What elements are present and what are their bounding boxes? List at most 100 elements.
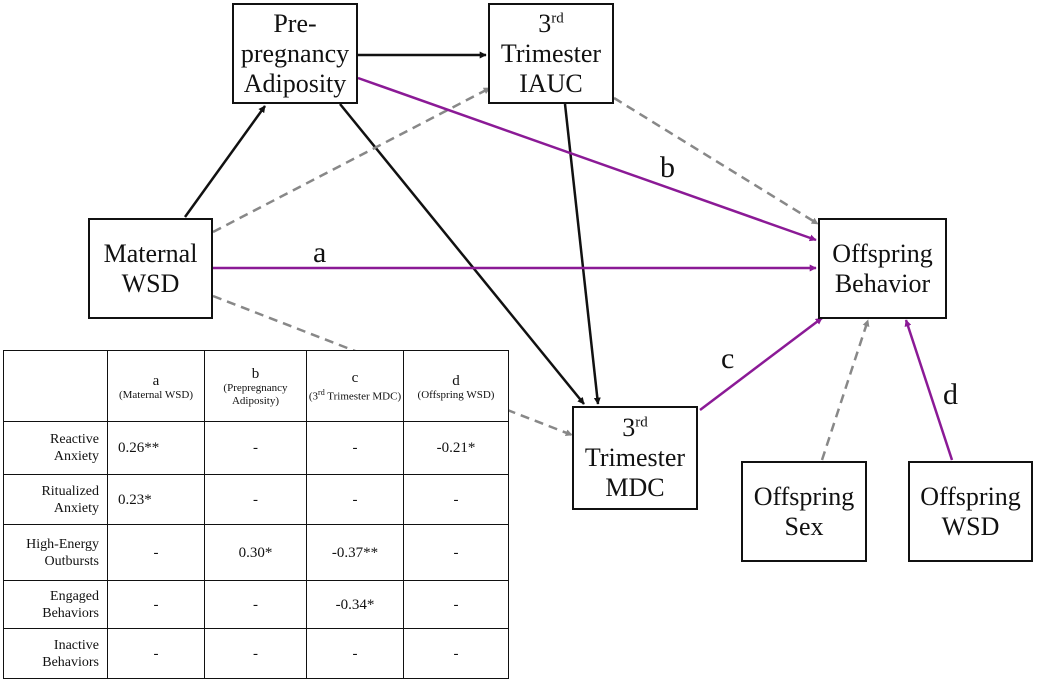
node-maternal-wsd: Maternal WSD xyxy=(88,218,213,319)
table-cell: - xyxy=(403,524,509,581)
edge-offspring-sex-to-offspring-behavior xyxy=(820,319,870,461)
node-line: WSD xyxy=(941,511,1000,541)
table-cell: - xyxy=(204,421,307,475)
table-cell: -0.34* xyxy=(306,580,404,629)
edge-maternal-wsd-to-iauc xyxy=(212,86,491,234)
table-cell: - xyxy=(403,580,509,629)
ordinal-number: 3 xyxy=(538,8,552,38)
node-line: Behavior xyxy=(834,268,931,298)
column-header-c: c (3rd Trimester MDC) xyxy=(306,350,404,422)
table-cell: - xyxy=(204,580,307,629)
table-header-row: a (Maternal WSD) b (Prepregnancy Adiposi… xyxy=(3,350,509,422)
edge-iauc-to-mdc xyxy=(563,103,601,405)
column-sublabel: (3rd Trimester MDC) xyxy=(307,386,403,404)
column-sublabel-sup: rd xyxy=(318,388,325,398)
path-label-a: a xyxy=(313,236,327,269)
column-sublabel: (Offspring WSD) xyxy=(417,388,495,401)
column-label: a xyxy=(152,372,160,389)
column-sublabel-pre: (3 xyxy=(308,390,319,403)
node-line: Offspring xyxy=(753,481,855,511)
edge-iauc-to-offspring-behavior xyxy=(613,96,819,226)
row-label-line: Behaviors xyxy=(42,605,99,621)
node-line: Offspring xyxy=(832,238,933,268)
table-cell: - xyxy=(306,628,404,679)
node-line: Pre- xyxy=(273,8,317,38)
table-cell: -0.21* xyxy=(403,421,509,475)
table-cell: - xyxy=(204,474,307,525)
row-label-line: Anxiety xyxy=(53,449,99,464)
path-label-d: d xyxy=(943,378,958,411)
row-label-line: Engaged xyxy=(50,588,99,604)
node-3rd-trimester-mdc: 3rd Trimester MDC xyxy=(572,406,698,510)
table-cell: - xyxy=(204,628,307,679)
node-line: 3rd xyxy=(622,413,648,443)
table-cell: 0.26** xyxy=(107,421,205,475)
column-label: d xyxy=(452,372,460,389)
table-cell: - xyxy=(403,628,509,679)
column-header-a: a (Maternal WSD) xyxy=(107,350,205,422)
row-label-line: Ritualized xyxy=(41,483,99,499)
row-label-line: Anxiety xyxy=(53,500,99,516)
node-offspring-wsd: Offspring WSD xyxy=(908,461,1033,562)
node-offspring-sex: Offspring Sex xyxy=(741,461,867,562)
edge-maternal-wsd-to-prepregnancy xyxy=(183,105,267,218)
edge-path-d xyxy=(904,319,954,461)
node-3rd-trimester-iauc: 3rd Trimester IAUC xyxy=(488,3,614,104)
edge-maternal-wsd-to-mdc xyxy=(212,294,573,437)
edge-prepregnancy-to-mdc xyxy=(339,103,585,405)
table-cell: - xyxy=(403,474,509,525)
path-label-c: c xyxy=(721,342,735,375)
table-cell: - xyxy=(306,421,404,475)
node-line: Trimester xyxy=(584,443,686,472)
table-corner-cell xyxy=(3,350,108,422)
column-sublabel-post: Trimester MDC) xyxy=(324,390,402,403)
column-sublabel: (Prepregnancy Adiposity) xyxy=(223,382,288,407)
row-label-line: Inactive xyxy=(53,637,99,653)
node-line: Trimester xyxy=(500,38,602,68)
table-cell: - xyxy=(107,628,205,679)
table-cell: - xyxy=(306,474,404,525)
row-label-line: Behaviors xyxy=(42,654,99,670)
node-line: Adiposity xyxy=(243,68,347,98)
row-label-line: Reactive xyxy=(50,432,99,447)
column-header-d: d (Offspring WSD) xyxy=(403,350,509,422)
node-offspring-behavior: Offspring Behavior xyxy=(818,218,947,319)
column-sublabel: (Maternal WSD) xyxy=(118,388,194,401)
column-header-b: b (Prepregnancy Adiposity) xyxy=(204,350,307,422)
node-line: 3rd xyxy=(538,9,564,39)
node-line: WSD xyxy=(121,268,180,298)
node-line: Sex xyxy=(784,511,824,541)
node-line: Maternal xyxy=(103,238,198,268)
column-label: b xyxy=(251,366,260,382)
column-label: c xyxy=(351,370,359,387)
node-line: IAUC xyxy=(519,68,583,98)
path-coefficient-table: a (Maternal WSD) b (Prepregnancy Adiposi… xyxy=(3,350,509,679)
ordinal-suffix: rd xyxy=(551,9,564,26)
node-line: MDC xyxy=(605,473,665,502)
node-line: Offspring xyxy=(920,481,1021,511)
table-cell: -0.37** xyxy=(306,524,404,581)
row-label-line: Outbursts xyxy=(44,553,99,569)
table-cell: - xyxy=(107,524,205,581)
node-prepregnancy-adiposity: Pre- pregnancy Adiposity xyxy=(232,3,358,104)
path-label-b: b xyxy=(660,151,675,184)
row-label-line: High-Energy xyxy=(26,536,99,552)
node-line: pregnancy xyxy=(240,38,350,68)
table-cell: 0.30* xyxy=(204,524,307,581)
edge-path-b xyxy=(357,76,817,242)
edge-path-c xyxy=(699,317,823,411)
ordinal-suffix: rd xyxy=(635,414,648,431)
table-cell: - xyxy=(107,580,205,629)
ordinal-number: 3 xyxy=(622,413,636,442)
